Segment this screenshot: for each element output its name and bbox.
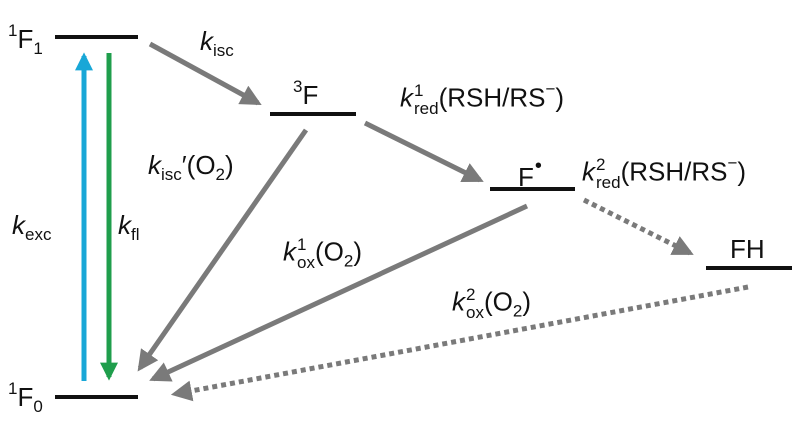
arrow-ox1 (149, 203, 529, 382)
state-label-radical: F• (518, 155, 542, 192)
rate-label-k-fl: kfl (118, 210, 140, 244)
arrow-red2 (582, 197, 694, 256)
rate-label-k-isc: kisc (200, 26, 234, 60)
state-label-t3: 3F (293, 77, 319, 110)
rate-label-k-exc: kexc (12, 210, 52, 244)
state-label-s0: 1F0 (8, 379, 43, 416)
state-label-s1: 1F1 (8, 21, 43, 58)
arrow-ox2 (170, 284, 749, 402)
arrow-red1 (363, 120, 484, 183)
arrow-isc (148, 41, 262, 106)
state-label-fh: FH (730, 234, 765, 264)
rate-label-k-isc-o2: kisc′(O2) (148, 150, 234, 184)
arrow-isc-o2 (137, 128, 309, 372)
